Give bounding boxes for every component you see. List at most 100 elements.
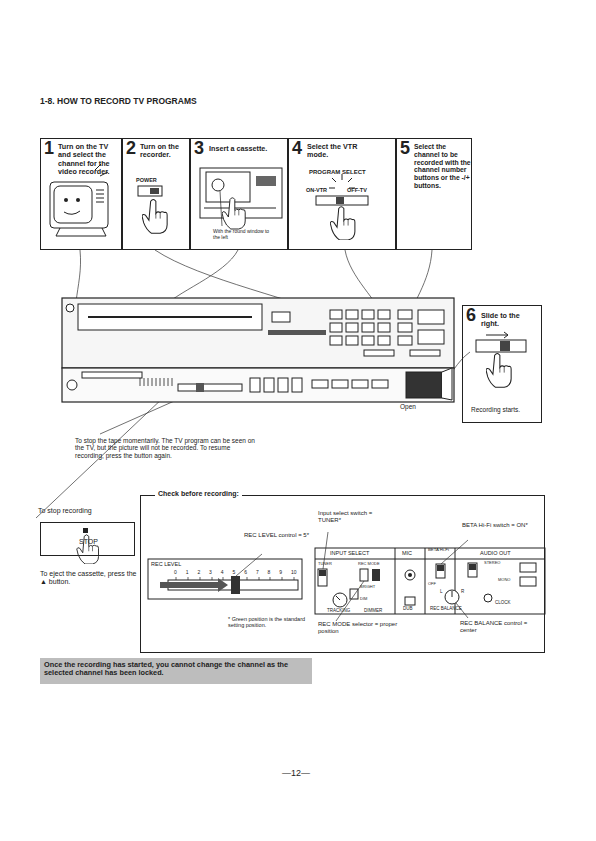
part-label: 10	[291, 570, 297, 576]
vcr-drawing	[346, 336, 358, 345]
vcr-drawing	[398, 310, 412, 319]
input-panel	[469, 564, 476, 570]
power-button-drawing	[138, 186, 167, 233]
part-label: MONO	[498, 578, 510, 583]
annotation: BETA Hi-Fi switch = ON*	[462, 522, 532, 529]
rec-level-panel	[148, 559, 302, 599]
node-text: Select the VTR mode.	[307, 143, 377, 160]
tv-drawing	[96, 190, 104, 202]
vcr-drawing	[406, 372, 442, 398]
part-label: TUNER	[318, 562, 332, 567]
vcr-drawing	[67, 380, 77, 390]
step-box: 2Turn on the recorder.POWER	[122, 138, 190, 250]
node-text: POWER	[136, 177, 157, 183]
leader-line	[236, 554, 262, 576]
input-panel	[360, 569, 368, 581]
program-select-drawing	[336, 197, 344, 204]
record-slider-drawing	[500, 341, 510, 351]
vcr-drawing	[312, 380, 328, 388]
part-label: AUDIO OUT	[480, 550, 511, 556]
vcr-drawing	[410, 350, 440, 356]
annotation: To stop the tape momentarily. The TV pro…	[75, 437, 260, 459]
vcr-drawing	[272, 312, 290, 322]
step-box: 6Slide to the right.Recording starts.	[462, 305, 542, 423]
input-panel	[484, 594, 492, 602]
stop-button-drawing	[77, 528, 99, 564]
vcr-drawing	[442, 368, 452, 400]
input-panel	[452, 591, 453, 597]
vcr-drawing	[196, 383, 204, 392]
part-label: R	[461, 589, 464, 594]
part-label: 5	[233, 570, 236, 576]
vcr-drawing	[62, 368, 454, 402]
tv-drawing	[64, 198, 68, 202]
vcr-drawing	[278, 378, 288, 392]
node-text: Slide to the right.	[481, 312, 539, 329]
warning-band: Once the recording has started, you cann…	[40, 658, 312, 684]
vcr-drawing	[78, 304, 262, 330]
input-panel	[372, 569, 380, 581]
power-button-drawing	[150, 188, 159, 194]
input-panel	[315, 548, 545, 614]
program-select-drawing	[330, 207, 355, 240]
vcr-drawing	[66, 304, 74, 312]
vcr-drawing	[250, 378, 260, 392]
annotation: Input select switch = TUNER*	[318, 510, 396, 524]
cassette-drawing	[212, 179, 224, 191]
part-label: OFF	[428, 582, 436, 587]
annotation: REC LEVEL control = 5*	[244, 532, 314, 539]
program-select-drawing	[316, 174, 368, 240]
input-panel	[408, 573, 412, 577]
vcr-drawing	[378, 336, 390, 345]
step-number: 6	[466, 305, 476, 326]
vcr-drawing	[362, 310, 374, 319]
input-panel	[350, 589, 358, 599]
annotation: BETA Hi-Fi	[428, 548, 454, 553]
node-text: Select the channel to be recorded with t…	[414, 143, 472, 190]
part-label: REC MODE	[358, 562, 380, 567]
part-label: STEREO	[484, 561, 500, 566]
cassette-drawing	[220, 191, 222, 226]
node-text: With the round window to the left	[213, 229, 273, 241]
input-panel	[445, 590, 459, 604]
input-panel	[318, 569, 327, 586]
part-label: To stop recording	[38, 507, 92, 515]
part-label: 9	[279, 570, 282, 576]
input-panel	[405, 597, 415, 605]
vcr-drawing	[178, 384, 242, 391]
part-label: REC LEVEL	[151, 561, 181, 567]
part-label: MIC	[402, 550, 412, 556]
input-panel	[333, 593, 347, 607]
record-slider-drawing	[476, 340, 526, 352]
vcr-drawing	[398, 336, 412, 345]
tv-drawing	[50, 182, 108, 228]
power-button-drawing	[138, 186, 162, 196]
vcr-drawing	[330, 336, 342, 345]
vcr-drawing	[352, 380, 368, 388]
vcr-drawing	[82, 372, 142, 378]
vcr-drawing	[346, 323, 358, 332]
tv-drawing	[54, 186, 92, 223]
part-label: 1	[186, 570, 189, 576]
annotation: To eject the cassette, press the ▲ butto…	[40, 570, 138, 586]
step-number: 2	[126, 138, 136, 159]
vcr-drawing	[250, 378, 388, 392]
node-text: Turn on the TV and select the channel fo…	[58, 143, 120, 176]
part-label: 8	[268, 570, 271, 576]
part-label: DIMMER	[364, 608, 382, 613]
vcr-drawing	[330, 323, 342, 332]
tv-drawing	[76, 198, 80, 202]
cassette-drawing	[256, 176, 276, 186]
leader-line	[236, 532, 468, 621]
input-panel	[315, 548, 545, 614]
part-label: BRIGHT	[360, 585, 375, 590]
rec-level-panel	[148, 559, 302, 599]
node-text: Insert a cassette.	[209, 145, 285, 153]
leader-line	[36, 250, 470, 518]
cassette-drawing	[222, 198, 245, 229]
vcr-drawing	[264, 378, 274, 392]
step-number: 5	[400, 138, 410, 159]
step-box: 1Turn on the TV and select the channel f…	[40, 138, 122, 250]
vcr-drawing	[364, 350, 394, 356]
